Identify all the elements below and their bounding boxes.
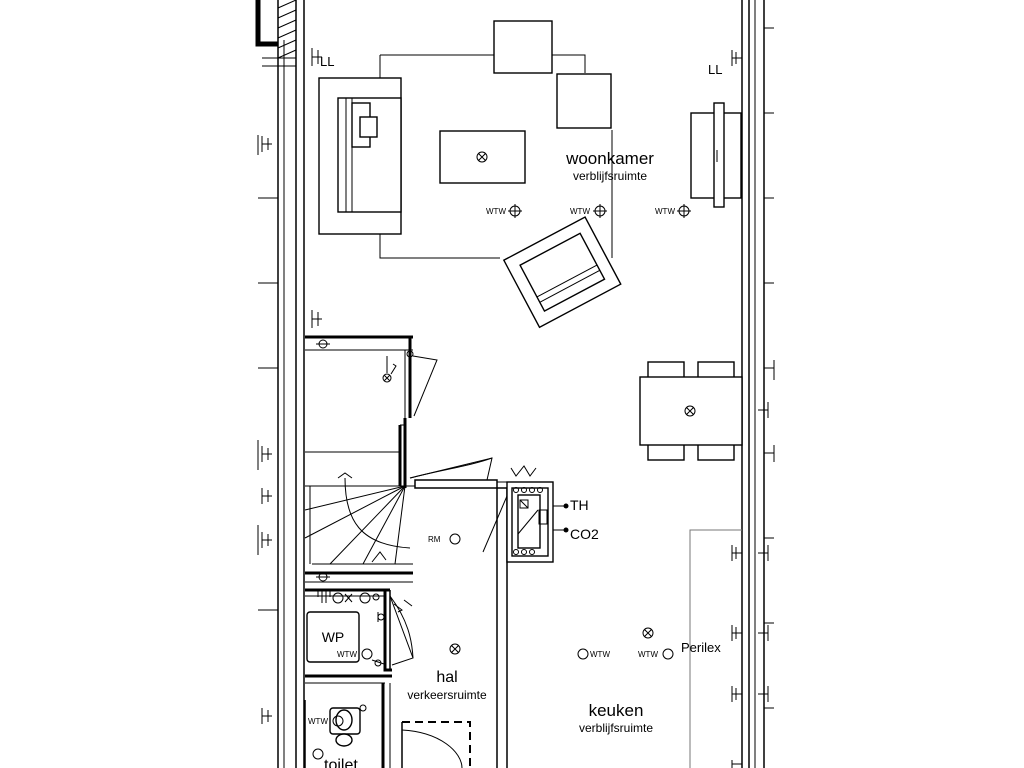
ceiling-points: WTW WTW WTW <box>486 204 691 218</box>
room-type-keuken: verblijfsruimte <box>579 721 653 735</box>
th-label: TH <box>570 497 589 513</box>
room-type-woonkamer: verblijfsruimte <box>573 169 647 183</box>
rug-outline <box>379 54 613 259</box>
stair-door <box>409 355 493 481</box>
technical-shaft <box>482 465 569 563</box>
wtw-point-2: WTW <box>570 204 607 218</box>
hal-ceiling-light <box>449 643 461 655</box>
switch-lamp-stair <box>382 356 397 383</box>
svg-text:WTW: WTW <box>570 207 590 216</box>
wtw-point-1: WTW <box>486 204 522 218</box>
stair-treads <box>304 451 413 565</box>
tv-cabinet <box>690 102 742 208</box>
hal-walls <box>304 487 508 768</box>
meter-icons <box>317 589 413 613</box>
dining-table <box>639 361 743 461</box>
kitchen-points: WTW WTW <box>577 627 674 660</box>
ll-label-right: LL <box>708 62 722 77</box>
lounge-chair <box>502 216 622 329</box>
wtw-point-wp: WTW <box>337 648 385 667</box>
wtw-point-kitchen-1: WTW <box>577 648 610 660</box>
room-name-hal: hal <box>436 669 457 686</box>
left-exterior-wall <box>255 0 305 768</box>
svg-text:WP: WP <box>322 629 345 645</box>
wtw-point-kitchen-2: WTW <box>638 648 674 660</box>
svg-text:WTW: WTW <box>638 650 658 659</box>
armchair-right <box>556 73 612 129</box>
front-door-swing <box>401 721 471 768</box>
wtw-point-3: WTW <box>655 204 691 218</box>
sofa <box>318 77 402 235</box>
room-name-toilet: toilet <box>324 757 358 768</box>
right-exterior-wall <box>741 0 775 768</box>
rm-smoke-detector: RM <box>428 533 461 545</box>
svg-text:WTW: WTW <box>486 207 506 216</box>
toilet-fixtures <box>312 707 361 760</box>
svg-text:WTW: WTW <box>308 717 328 726</box>
hal-door-wp <box>389 595 414 666</box>
wp-unit: WP <box>306 611 385 663</box>
kitchen-counter-outline <box>689 529 742 768</box>
ll-label-left: LL <box>320 54 334 69</box>
co2-label: CO2 <box>570 526 599 542</box>
coffee-table <box>439 130 526 184</box>
room-name-keuken: keuken <box>589 701 644 720</box>
armchair-top <box>493 20 553 74</box>
svg-text:WTW: WTW <box>590 650 610 659</box>
kitchen-ceiling-light <box>642 627 654 639</box>
svg-text:WTW: WTW <box>655 207 675 216</box>
room-name-woonkamer: woonkamer <box>565 149 654 168</box>
svg-text:RM: RM <box>428 535 441 544</box>
wtw-point-toilet: WTW <box>308 715 344 727</box>
room-type-hal: verkeersruimte <box>407 688 487 702</box>
perilex-label: Perilex <box>681 640 721 655</box>
stair-enclosure <box>305 335 498 583</box>
svg-text:WTW: WTW <box>337 650 357 659</box>
